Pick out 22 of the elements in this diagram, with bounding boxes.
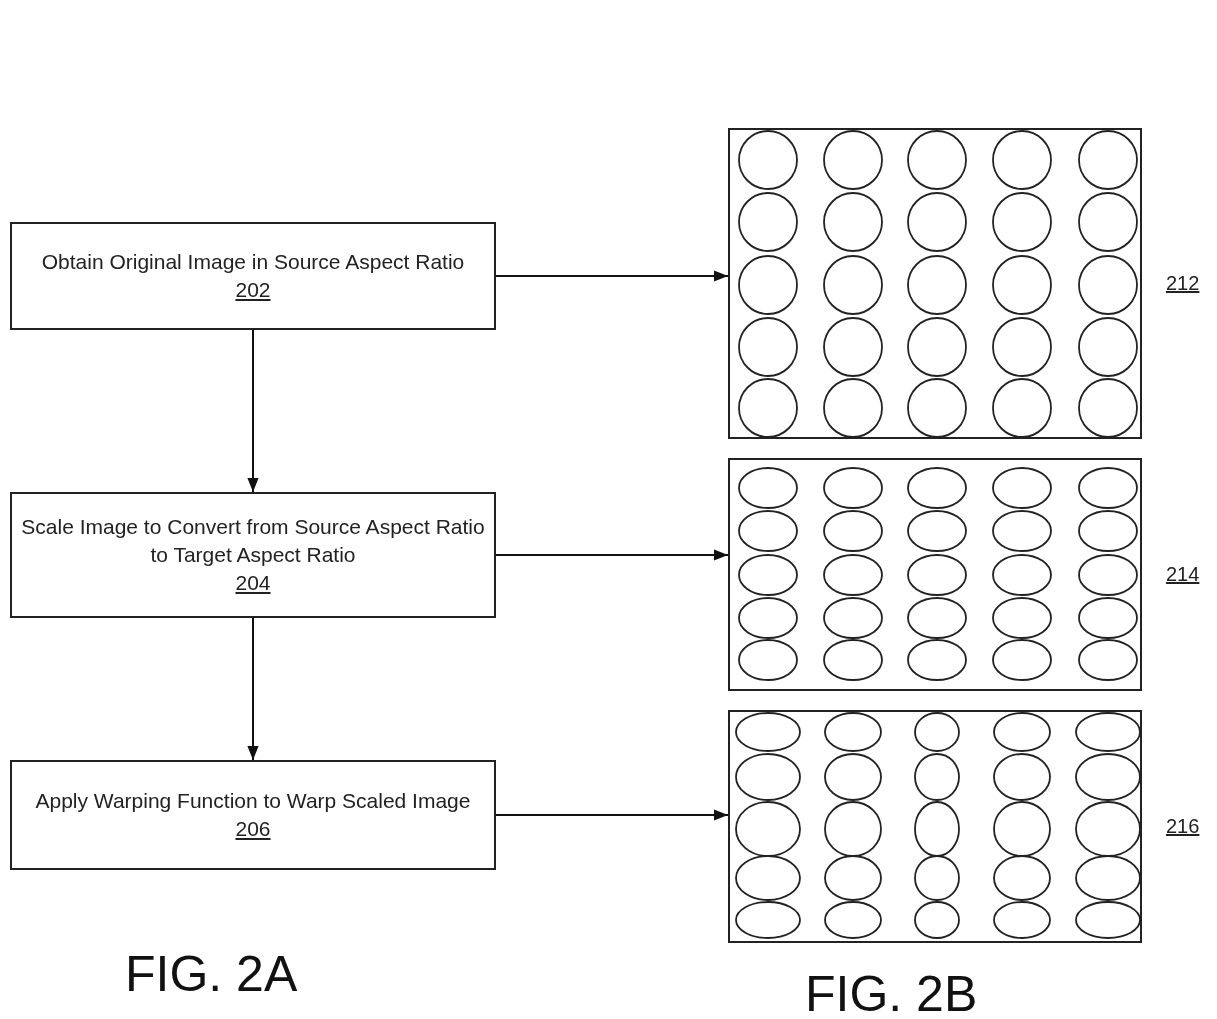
reference-number: 204: [235, 570, 271, 596]
arrow: [247, 617, 259, 761]
image-drawing: [728, 710, 1142, 943]
arrow: [495, 549, 729, 561]
process-box: [10, 222, 496, 330]
arrow: [495, 809, 729, 821]
image-drawing: [728, 128, 1142, 439]
step-text: Scale Image to Convert from Source Aspect Ratio to Target Aspect Ratio: [20, 514, 486, 568]
figure-label: FIG. 2A: [125, 945, 298, 1003]
process-box: [10, 492, 496, 618]
step-text: Obtain Original Image in Source Aspect Ratio: [41, 249, 465, 275]
reference-number: 214: [1166, 562, 1200, 586]
figure-label: FIG. 2B: [805, 965, 978, 1019]
image-drawing: [728, 458, 1142, 691]
process-box: [10, 760, 496, 870]
reference-number: 202: [235, 277, 271, 303]
reference-number: 212: [1166, 271, 1200, 295]
reference-number: 216: [1166, 814, 1200, 838]
reference-number: 206: [235, 816, 271, 842]
arrow: [495, 270, 729, 282]
arrow: [247, 329, 259, 493]
step-text: Apply Warping Function to Warp Scaled Image: [35, 788, 471, 814]
